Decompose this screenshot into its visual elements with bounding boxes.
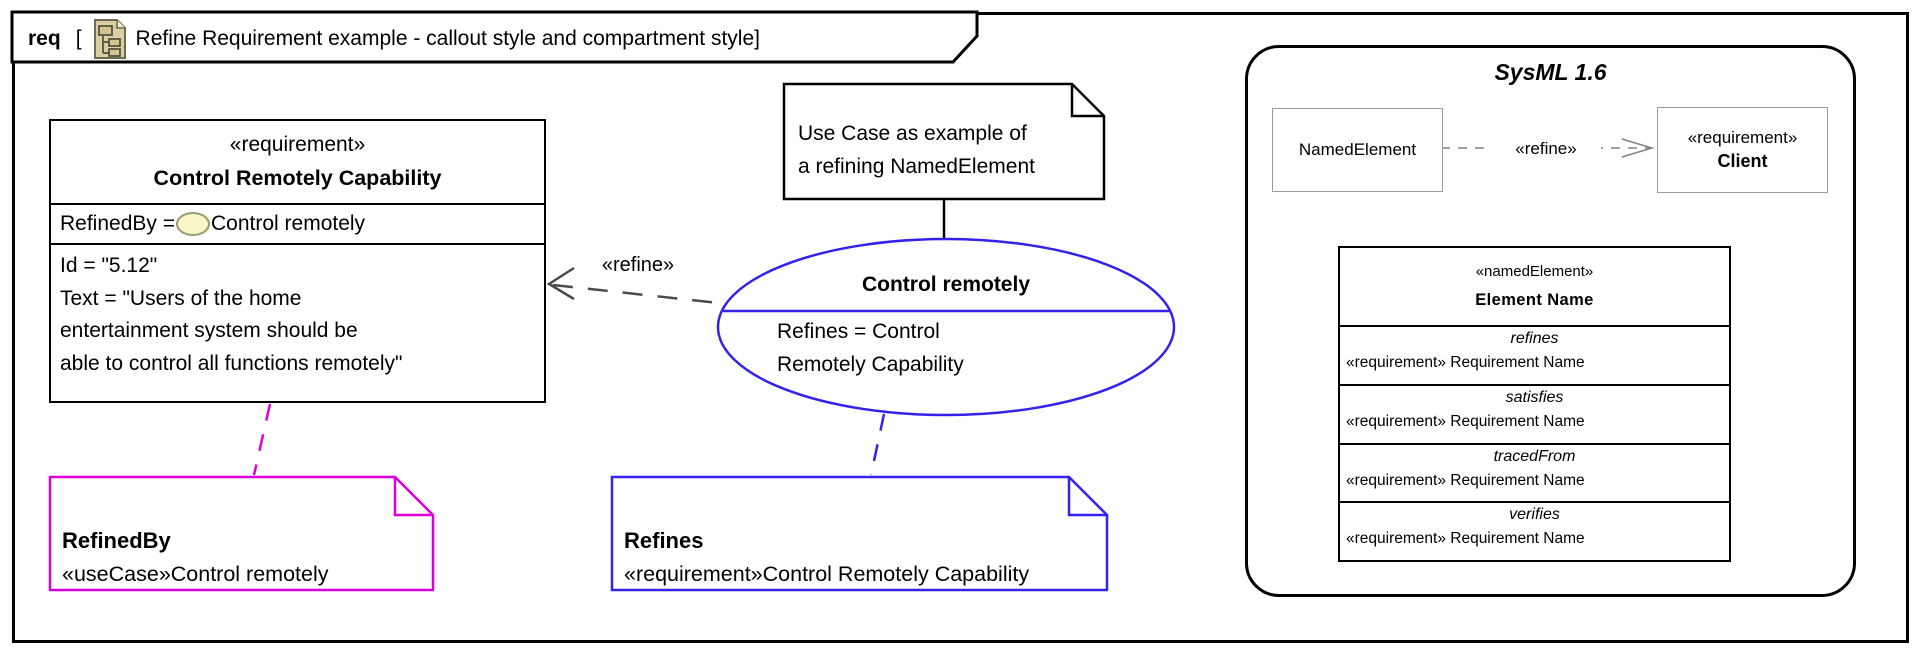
client-name: Client bbox=[1717, 151, 1768, 171]
compartment-table-header: «namedElement» Element Name bbox=[1340, 248, 1729, 327]
sysml-legend-panel: SysML 1.6 NamedElement «refine» «require… bbox=[1245, 45, 1856, 597]
namedelement-box: NamedElement bbox=[1272, 108, 1443, 192]
refinedby-note-title: RefinedBy bbox=[62, 528, 171, 553]
refines-note-body: «requirement»Control Remotely Capability bbox=[624, 561, 1030, 586]
usecase-ellipse-icon bbox=[176, 212, 210, 236]
compartment-element-name: Element Name bbox=[1475, 291, 1594, 309]
panel-refine-label: «refine» bbox=[1491, 139, 1601, 159]
refinedby-note-text: RefinedBy «useCase»Control remotely bbox=[62, 524, 329, 591]
relation-value: «requirement» Requirement Name bbox=[1346, 530, 1585, 548]
requirement-node-header: «requirement» Control Remotely Capabilit… bbox=[51, 121, 544, 205]
relation-value: «requirement» Requirement Name bbox=[1346, 354, 1585, 371]
namedelement-label: NamedElement bbox=[1298, 140, 1417, 159]
table-row: satisfies «requirement» Requirement Name bbox=[1340, 386, 1729, 445]
usecase-note-line: Use Case as example of bbox=[798, 122, 1027, 145]
table-row: verifies «requirement» Requirement Name bbox=[1340, 503, 1729, 560]
usecase-note-line: a refining NamedElement bbox=[798, 155, 1035, 178]
relation-value: «requirement» Requirement Name bbox=[1346, 412, 1585, 430]
usecase-refines-line: Remotely Capability bbox=[777, 353, 964, 376]
relation-label: satisfies bbox=[1505, 388, 1564, 406]
requirement-name: Control Remotely Capability bbox=[153, 166, 442, 190]
requirement-id-line: Id = "5.12" bbox=[60, 254, 158, 277]
relation-value: «requirement» Requirement Name bbox=[1346, 471, 1585, 489]
usecase-refines-line: Refines = Control bbox=[777, 320, 940, 343]
refinedby-prefix: RefinedBy = bbox=[60, 212, 175, 235]
requirement-text-line: entertainment system should be bbox=[60, 319, 358, 342]
requirement-text-compartment: Id = "5.12" Text = "Users of the home en… bbox=[51, 245, 544, 401]
relation-label: tracedFrom bbox=[1493, 447, 1576, 465]
requirement-stereotype: «requirement» bbox=[229, 133, 366, 156]
usecase-note-text: Use Case as example of a refining NamedE… bbox=[798, 117, 1035, 183]
requirement-diagram-icon bbox=[93, 19, 126, 59]
diagram-kind-label: req bbox=[28, 27, 61, 50]
refines-note-text: Refines «requirement»Control Remotely Ca… bbox=[624, 524, 1029, 591]
usecase-name: Control remotely bbox=[861, 273, 1031, 296]
requirement-node: «requirement» Control Remotely Capabilit… bbox=[49, 119, 546, 403]
compartment-style-table: «namedElement» Element Name refines «req… bbox=[1338, 246, 1731, 562]
compartment-stereotype: «namedElement» bbox=[1475, 263, 1594, 280]
table-row: tracedFrom «requirement» Requirement Nam… bbox=[1340, 445, 1729, 504]
sysml-panel-title: SysML 1.6 bbox=[1494, 59, 1607, 85]
refinedby-note-body: «useCase»Control remotely bbox=[62, 561, 329, 586]
relation-label: refines bbox=[1510, 330, 1559, 347]
usecase-refines-text: Refines = Control Remotely Capability bbox=[777, 315, 964, 381]
refinedby-compartment: RefinedBy = Control remotely bbox=[51, 205, 544, 245]
table-row: refines «requirement» Requirement Name bbox=[1340, 327, 1729, 386]
diagram-header: req [ Refine Requirement example - callo… bbox=[28, 17, 760, 61]
refine-edge-label: «refine» bbox=[601, 254, 675, 276]
requirement-text-line: Text = "Users of the home bbox=[60, 286, 302, 310]
client-stereotype: «requirement» bbox=[1687, 128, 1798, 147]
relation-label: verifies bbox=[1509, 506, 1560, 524]
client-requirement-box: «requirement» Client bbox=[1657, 107, 1828, 193]
diagram-title: Refine Requirement example - callout sty… bbox=[135, 27, 760, 50]
requirement-text-line: able to control all functions remotely" bbox=[60, 351, 403, 375]
refines-note-title: Refines bbox=[624, 528, 704, 553]
diagram-title-bracket: [ bbox=[75, 27, 82, 50]
refinedby-value: Control remotely bbox=[211, 212, 366, 235]
